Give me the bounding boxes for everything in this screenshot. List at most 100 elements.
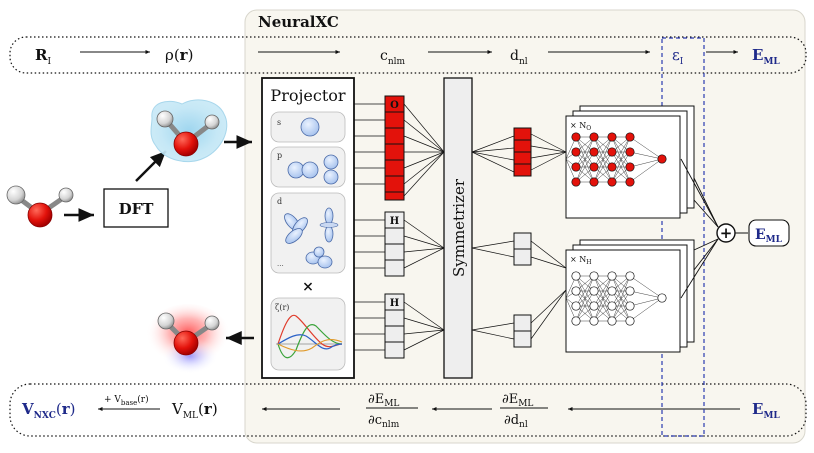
- network-edge: [593, 151, 613, 183]
- svg-text:∂EML: ∂EML: [502, 392, 533, 409]
- network-node: [571, 177, 581, 187]
- hydrogen-network-count: × NH: [570, 255, 591, 266]
- symmetrizer-box: Symmetrizer: [443, 77, 473, 379]
- network-node: [607, 316, 617, 326]
- svg-text:...: ...: [277, 260, 284, 268]
- network-edge: [629, 275, 663, 299]
- network-node: [589, 177, 599, 187]
- epsilon-column: [661, 37, 705, 437]
- dE-dd-fraction: ∂EML ∂dnl: [500, 392, 548, 430]
- water-molecule-density: [150, 99, 228, 162]
- v-base-label: + Vbase(r): [104, 394, 149, 407]
- oxygen-network-count: × NO: [570, 121, 591, 132]
- network-edge: [629, 136, 663, 160]
- c-label: cnlm: [380, 48, 406, 67]
- svg-text:H: H: [390, 298, 399, 309]
- network-edge: [629, 297, 663, 307]
- eps-label: εI: [672, 46, 684, 67]
- v-nxc-label: VNXC(r): [21, 400, 75, 421]
- network-node: [607, 271, 617, 281]
- network-node: [607, 177, 617, 187]
- network-node: [589, 286, 599, 296]
- oxygen-network: × NO: [565, 105, 695, 219]
- rho-label: ρ(r): [165, 46, 193, 64]
- svg-text:∂EML: ∂EML: [368, 392, 399, 409]
- network-node: [625, 177, 635, 187]
- water-molecule-potential: [146, 304, 230, 374]
- network-edge: [575, 151, 595, 183]
- network-node: [571, 301, 581, 311]
- arrow-dft-density: [135, 150, 167, 182]
- svg-text:+: +: [720, 224, 733, 242]
- network-edge: [575, 136, 595, 183]
- svg-text:d: d: [277, 197, 282, 206]
- network-node: [571, 162, 581, 172]
- network-node: [607, 162, 617, 172]
- network-node: [607, 132, 617, 142]
- network-node: [607, 286, 617, 296]
- dE-dc-fraction: ∂EML ∂cnlm: [366, 392, 418, 430]
- network-edge: [629, 158, 663, 168]
- stack-symmetrizer-fan: [403, 103, 445, 351]
- bottom-flow-row: VNXC(r) + Vbase(r) VML(r) ∂EML ∂cnlm ∂EM…: [9, 383, 807, 437]
- network-edge: [611, 290, 631, 322]
- network-edge: [575, 290, 595, 322]
- network-edge: [593, 275, 613, 307]
- network-node: [589, 132, 599, 142]
- network-node: [589, 271, 599, 281]
- network-node: [589, 301, 599, 311]
- network-node: [571, 316, 581, 326]
- svg-text:∂dnl: ∂dnl: [504, 413, 528, 430]
- times-symbol: ×: [302, 279, 314, 295]
- e-ml-top-label: EML: [752, 46, 780, 67]
- svg-text:p: p: [277, 151, 282, 160]
- network-edge: [629, 297, 663, 322]
- network-node: [625, 147, 635, 157]
- network-node: [571, 132, 581, 142]
- network-node: [607, 147, 617, 157]
- dft-label: DFT: [119, 200, 155, 218]
- network-node: [625, 286, 635, 296]
- network-node: [589, 316, 599, 326]
- top-flow-row: RI ρ(r) cnlm dnl εI EML: [9, 36, 807, 74]
- svg-text:ζ(r): ζ(r): [275, 303, 289, 312]
- network-node: [607, 301, 617, 311]
- descriptor-network-lines: [530, 133, 567, 340]
- network-node: [571, 271, 581, 281]
- dft-box: DFT: [103, 188, 169, 228]
- s-orbital-card: s: [270, 111, 346, 143]
- projector-box: Projector s p d ...: [261, 77, 355, 379]
- network-node: [657, 154, 667, 164]
- svg-text:s: s: [277, 118, 281, 127]
- o-coefficient-stack: O: [384, 95, 405, 201]
- network-edge: [593, 275, 613, 322]
- projector-title: Projector: [270, 86, 346, 105]
- network-edge: [611, 136, 631, 168]
- projector-stack-connectors: [354, 103, 385, 351]
- network-node: [589, 162, 599, 172]
- network-edge: [611, 151, 631, 183]
- radial-function-card: ζ(r): [270, 297, 346, 371]
- network-edge: [593, 290, 613, 322]
- svg-text:∂cnlm: ∂cnlm: [368, 413, 400, 430]
- water-molecule-input: [6, 185, 74, 228]
- symmetrizer-label: Symmetrizer: [450, 178, 468, 277]
- e-ml-output-box: EML: [748, 219, 790, 247]
- network-node: [589, 147, 599, 157]
- network-edge: [593, 136, 613, 183]
- panel-title: NeuralXC: [258, 13, 339, 31]
- network-sum-lines: [680, 158, 719, 299]
- network-edge: [611, 275, 631, 322]
- network-node: [625, 316, 635, 326]
- network-node: [625, 301, 635, 311]
- h-descriptor-stack: [513, 232, 532, 266]
- p-orbital-card: p: [270, 146, 346, 188]
- svg-text:H: H: [390, 216, 399, 227]
- hydrogen-network: × NH: [565, 239, 695, 353]
- h-coefficient-stack: H: [384, 211, 405, 277]
- o-descriptor-stack: [513, 127, 532, 177]
- d-label: dnl: [510, 48, 528, 67]
- network-edge: [629, 151, 663, 160]
- r-label: RI: [35, 46, 51, 67]
